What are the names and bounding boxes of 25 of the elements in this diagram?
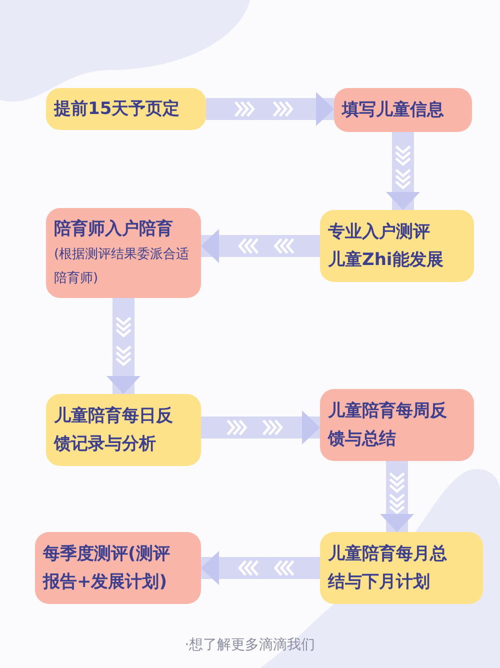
arrow — [106, 298, 140, 394]
arrow — [201, 551, 320, 585]
process-box — [46, 88, 206, 130]
arrow — [206, 92, 334, 126]
arrow — [201, 410, 320, 444]
step-title: 填写儿童信息 — [342, 99, 445, 122]
arrow — [386, 132, 420, 210]
step-title: 陪育师入户陪育 — [54, 218, 174, 241]
step-title: 儿童陪育每周反馈与总结 — [328, 400, 448, 451]
arrow — [201, 229, 320, 263]
process-box — [320, 389, 474, 461]
process-box — [334, 88, 472, 132]
step-title: 提前15天予页定 — [54, 98, 181, 121]
arrow — [380, 461, 414, 532]
process-box — [35, 532, 201, 604]
footer-note: ·想了解更多滴滴我们 — [184, 636, 316, 654]
process-box — [46, 394, 201, 466]
step-title: 每季度测评(测评报告+发展计划) — [43, 543, 171, 594]
process-box — [320, 210, 474, 282]
step-title: 专业入户测评儿童Zhi能发展 — [328, 221, 444, 272]
process-box — [46, 208, 201, 298]
step-title: 儿童陪育每月总结与下月计划 — [328, 543, 448, 594]
step-title: 儿童陪育每日反馈记录与分析 — [54, 405, 174, 456]
step-note: (根据测评结果委派合适陪育师) — [54, 246, 190, 288]
process-box — [320, 532, 483, 604]
